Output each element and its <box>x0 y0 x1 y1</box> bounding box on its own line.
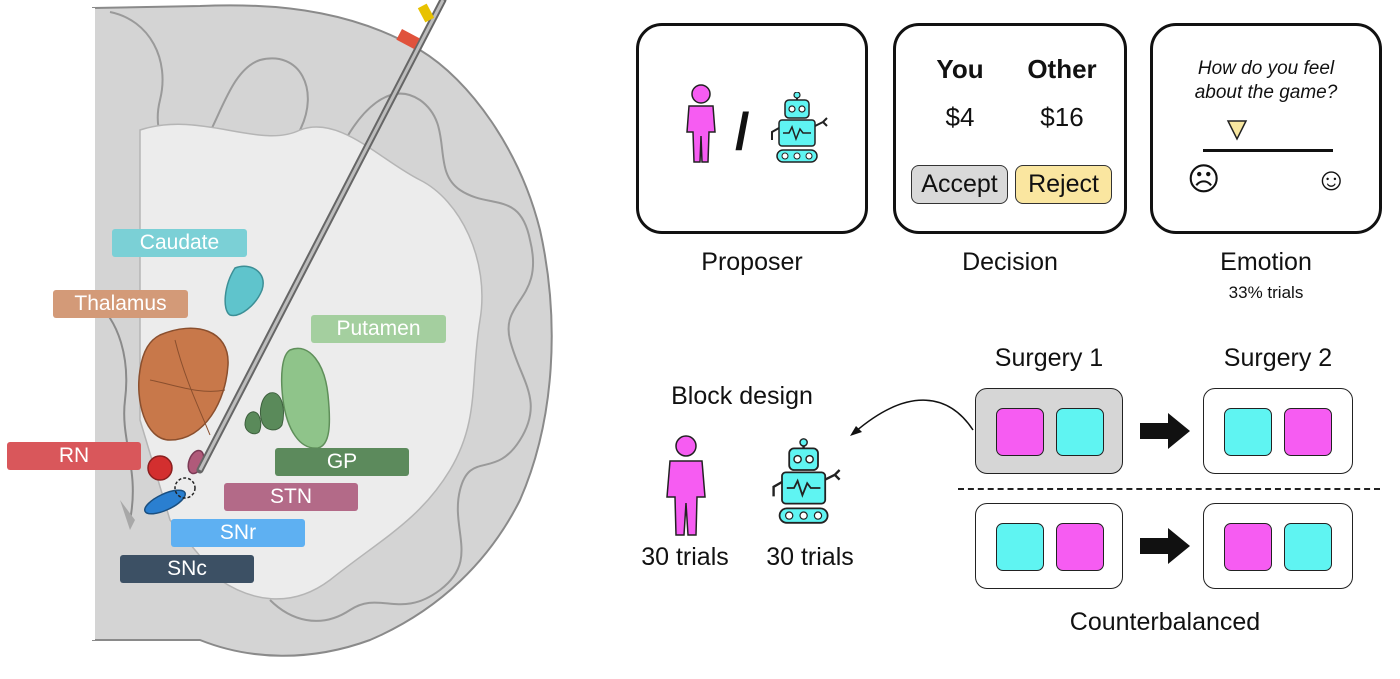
midline-structure <box>92 299 134 521</box>
slider-marker[interactable] <box>1226 119 1248 141</box>
rn-shape <box>147 455 173 481</box>
robot-icon <box>771 92 828 163</box>
gp-shape <box>259 392 284 431</box>
accept-button[interactable]: Accept <box>911 165 1008 204</box>
block-person-icon <box>666 435 706 536</box>
label-rn: RN <box>7 442 141 470</box>
decision-card: You Other $4 $16 Accept Reject <box>893 23 1127 234</box>
emotion-caption: Emotion <box>1220 248 1312 276</box>
surgery1-title: Surgery 1 <box>994 344 1104 372</box>
human-block-square <box>996 408 1044 456</box>
emotion-subcaption: 33% trials <box>1228 283 1304 302</box>
robot-trials-count: 30 trials <box>766 543 854 571</box>
target-marker <box>174 477 196 499</box>
surgery2-block-row1 <box>1203 388 1353 474</box>
human-block-square <box>1284 408 1332 456</box>
counterbalanced-label: Counterbalanced <box>1069 608 1261 636</box>
other-amount: $16 <box>1040 102 1084 132</box>
emotion-card: How do you feel about the game? ☹ ☺ <box>1150 23 1382 234</box>
label-caudate: Caudate <box>112 229 247 257</box>
robot-block-square <box>1056 408 1104 456</box>
block-robot-icon <box>772 438 841 524</box>
brain-gyri <box>109 11 535 622</box>
human-trials-count: 30 trials <box>641 543 729 571</box>
surgery1-block-row1 <box>975 388 1123 474</box>
sad-face-icon: ☹ <box>1187 161 1221 197</box>
human-block-square <box>1056 523 1104 571</box>
you-header: You <box>936 54 984 84</box>
reject-button[interactable]: Reject <box>1015 165 1112 204</box>
decision-caption: Decision <box>962 248 1058 276</box>
snr-shape <box>144 489 186 515</box>
curved-arrow <box>850 399 974 436</box>
label-snr: SNr <box>171 519 305 547</box>
label-snc: SNc <box>120 555 254 583</box>
other-header: Other <box>1027 54 1097 84</box>
robot-block-square <box>996 523 1044 571</box>
proposer-caption: Proposer <box>701 248 803 276</box>
robot-block-square <box>1224 408 1272 456</box>
emotion-slider-track[interactable] <box>1203 149 1333 152</box>
proposer-card: / <box>636 23 868 234</box>
proposer-separator: / <box>735 103 750 161</box>
thalamus-shape <box>138 327 229 441</box>
caudate-shape <box>224 265 264 317</box>
human-block-square <box>1224 523 1272 571</box>
you-amount: $4 <box>945 102 975 132</box>
label-thalamus: Thalamus <box>53 290 188 318</box>
label-putamen: Putamen <box>311 315 446 343</box>
ventricle <box>120 500 135 530</box>
block-design-title: Block design <box>671 382 813 410</box>
arrow-right-icon <box>1140 413 1190 449</box>
emotion-question-line1: How do you feel <box>1197 58 1335 79</box>
surgery2-block-row2 <box>1203 503 1353 589</box>
happy-face-icon: ☺ <box>1315 161 1348 197</box>
label-gp: GP <box>275 448 409 476</box>
row-divider <box>958 488 1380 490</box>
surgery1-block-row2 <box>975 503 1123 589</box>
robot-block-square <box>1284 523 1332 571</box>
emotion-question-line2: about the game? <box>1194 82 1338 103</box>
brain-illustration <box>91 0 553 657</box>
arrow-right-icon <box>1140 528 1190 564</box>
label-stn: STN <box>224 483 358 511</box>
person-icon <box>686 84 716 163</box>
electrode-connector <box>396 29 420 49</box>
surgery2-title: Surgery 2 <box>1223 344 1333 372</box>
